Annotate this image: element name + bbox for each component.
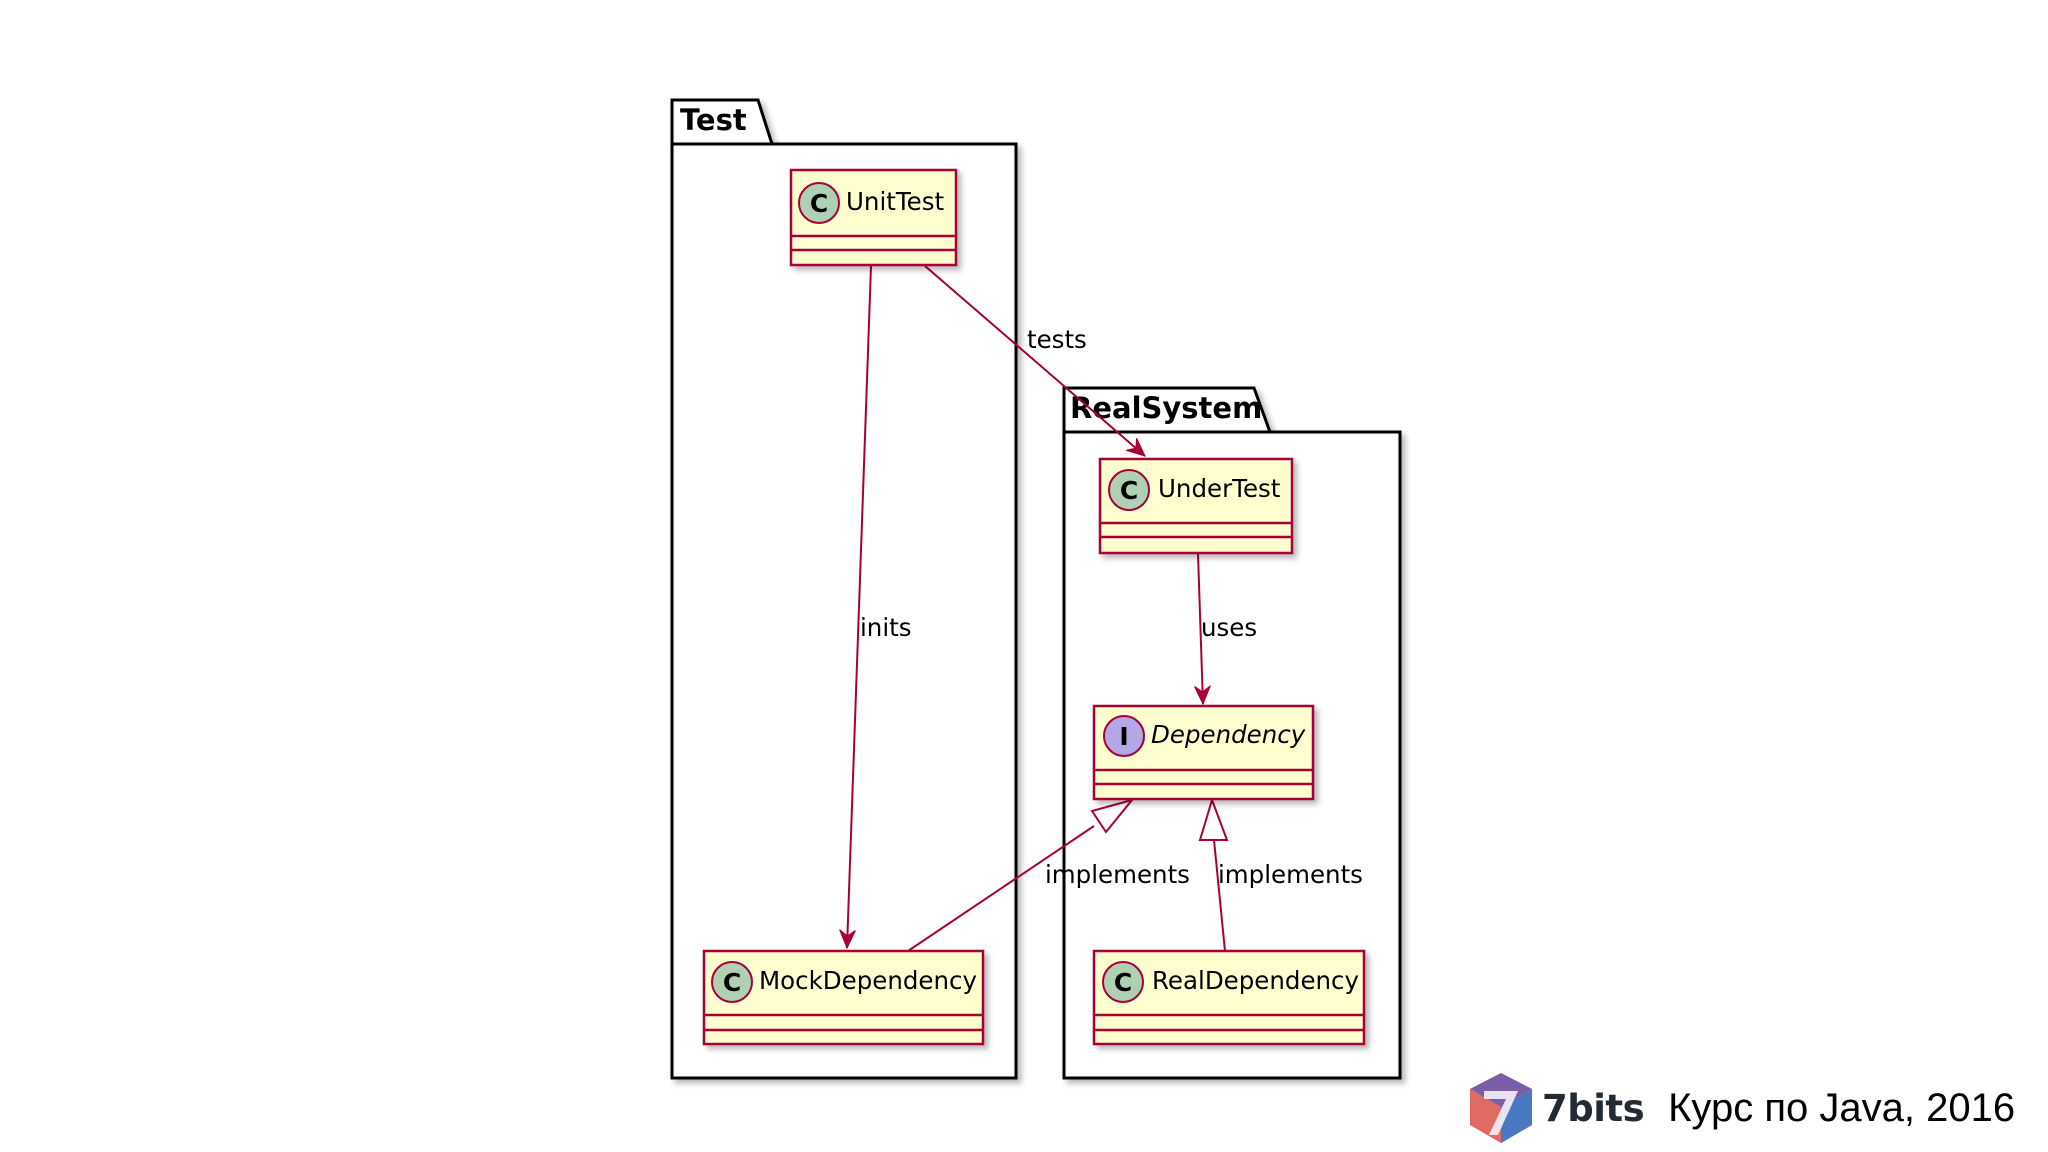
badge-letter: C — [810, 189, 828, 218]
badge-letter: C — [1114, 968, 1132, 997]
edge-inits — [847, 265, 872, 948]
class-mockdependency[interactable]: C MockDependency — [702, 949, 985, 1046]
class-realdependency[interactable]: C RealDependency — [1092, 949, 1366, 1046]
package-test[interactable]: Test — [670, 98, 1018, 1080]
footer-branding: 7bits Курс по Java, 2016 — [1462, 1068, 2022, 1148]
class-name: UnderTest — [1158, 474, 1281, 503]
class-badge-icon — [711, 961, 753, 1003]
edge-uses — [1198, 553, 1203, 704]
class-badge-icon — [1108, 469, 1150, 511]
brand-name: 7bits — [1542, 1086, 1645, 1130]
relations — [847, 265, 1229, 952]
edge-mock-implements — [907, 825, 1095, 952]
inheritance-arrowhead-mock — [1090, 798, 1135, 834]
class-name: RealDependency — [1152, 966, 1359, 995]
interface-dependency[interactable]: I Dependency — [1092, 704, 1315, 801]
class-badge-icon — [798, 182, 840, 224]
package-test-label: Test — [680, 103, 747, 137]
course-caption: Курс по Java, 2016 — [1668, 1085, 2016, 1130]
inheritance-arrowhead-real — [1198, 796, 1229, 841]
edge-real-implements — [1213, 839, 1226, 952]
label-inits: inits — [860, 613, 912, 642]
class-badge-icon — [1102, 961, 1144, 1003]
edge-tests — [924, 265, 1145, 456]
7bits-logo-icon — [1470, 1073, 1532, 1143]
interface-badge-icon — [1103, 715, 1145, 757]
class-name: MockDependency — [759, 966, 977, 995]
label-tests: tests — [1027, 325, 1087, 354]
label-uses: uses — [1201, 613, 1257, 642]
label-real-implements: implements — [1218, 860, 1363, 889]
class-undertest[interactable]: C UnderTest — [1098, 457, 1294, 555]
badge-letter: I — [1119, 722, 1128, 751]
class-name: UnitTest — [846, 187, 945, 216]
label-mock-implements: implements — [1045, 860, 1190, 889]
badge-letter: C — [723, 968, 741, 997]
interface-name: Dependency — [1151, 720, 1306, 749]
badge-letter: C — [1120, 476, 1138, 505]
class-unittest[interactable]: C UnitTest — [789, 168, 958, 267]
package-realsystem-label: RealSystem — [1070, 391, 1262, 425]
